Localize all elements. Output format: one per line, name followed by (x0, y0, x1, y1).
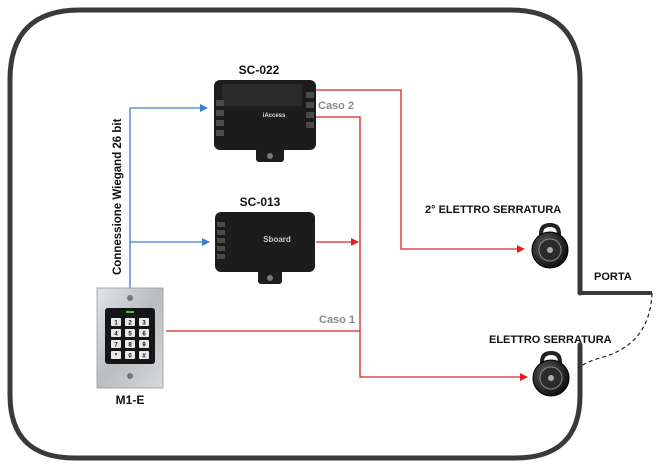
keypad-key-label: 9 (142, 343, 146, 349)
keypad-key-label: 8 (128, 343, 132, 349)
keypad-key-label: 4 (114, 332, 118, 338)
sc022-label: SC-022 (239, 63, 280, 77)
wiegand-connections (129, 104, 210, 288)
keypad-key (125, 340, 135, 348)
keypad-key (139, 329, 149, 337)
caso2-label: Caso 2 (318, 100, 354, 112)
padlock-icon (531, 222, 569, 269)
keypad-key-label: 0 (128, 354, 132, 360)
sc022-device: iAccess (214, 80, 316, 162)
keypad-key (111, 351, 121, 359)
keypad-key-label: 2 (128, 321, 132, 327)
room-wall (7, 7, 583, 461)
keypad-key (111, 318, 121, 326)
keypad-key (139, 318, 149, 326)
padlock-icon (532, 350, 570, 397)
porta-label: PORTA (594, 271, 632, 283)
keypad-key (125, 351, 135, 359)
keypad-key-label: 3 (142, 321, 146, 327)
sc013-device: Sboard (215, 212, 315, 284)
door-swing (577, 292, 653, 369)
keypad-key-label: * (115, 354, 118, 360)
keypad-key-label: 5 (128, 332, 132, 338)
keypad-key (139, 340, 149, 348)
lock1-label: ELETTRO SERRATURA (489, 334, 612, 346)
keypad-key (125, 318, 135, 326)
sc013-brand: Sboard (263, 235, 291, 244)
sc013-label: SC-013 (240, 195, 281, 209)
m1e-keypad-device: 1 2 3 4 5 6 7 8 9 * 0 # (96, 287, 164, 389)
caso1-label: Caso 1 (319, 314, 355, 326)
lock-connections (166, 89, 528, 381)
m1e-label: M1-E (116, 393, 145, 407)
lock2-label: 2° ELETTRO SERRATURA (425, 204, 561, 216)
keypad-key (111, 340, 121, 348)
sc022-brand: iAccess (263, 113, 286, 119)
keypad-key (111, 329, 121, 337)
keypad-key-label: 7 (114, 343, 118, 349)
keypad-key (125, 329, 135, 337)
keypad-key-label: 1 (114, 321, 118, 327)
keypad-keys: 1 2 3 4 5 6 7 8 9 * 0 # (111, 318, 149, 360)
wiegand-label: Connessione Wiegand 26 bit (112, 118, 124, 275)
keypad-key-label: 6 (142, 332, 146, 338)
keypad-key (139, 351, 149, 359)
keypad-key-label: # (142, 354, 146, 360)
